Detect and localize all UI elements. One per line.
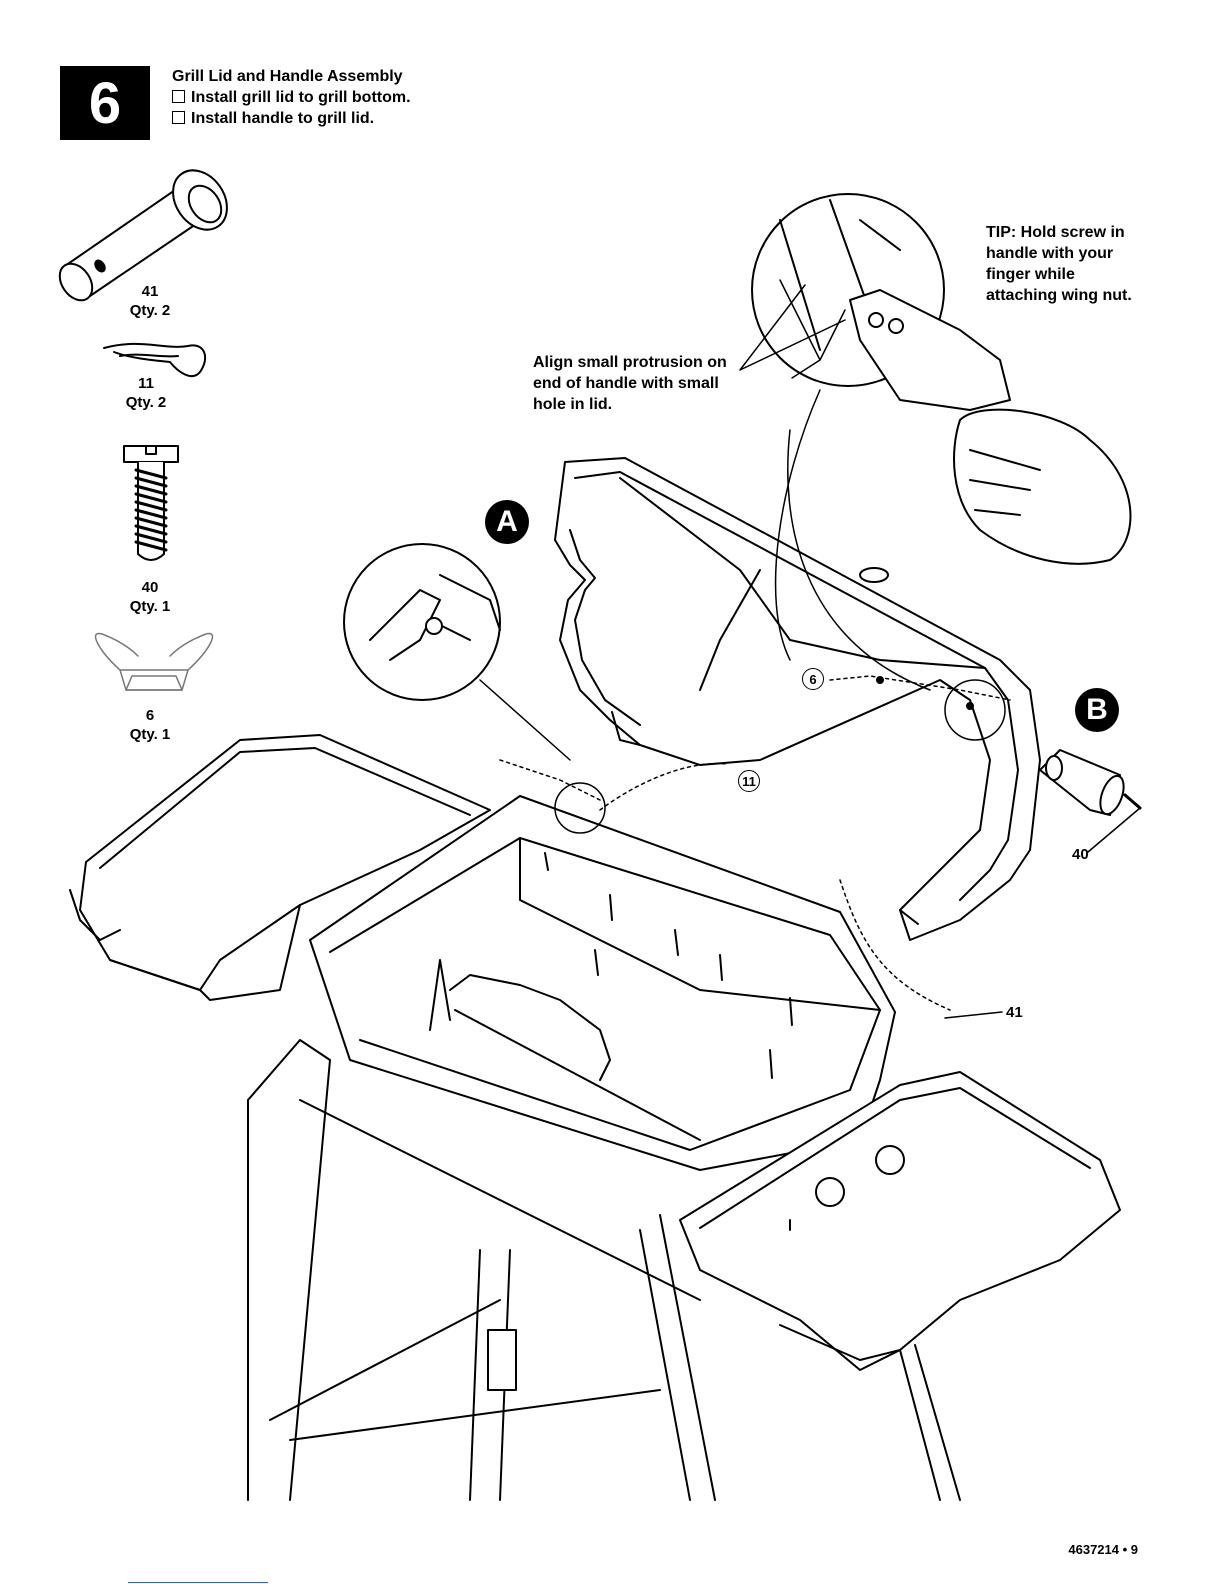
part-qty: Qty. 1 bbox=[110, 597, 190, 616]
tip-line: handle with your bbox=[986, 243, 1132, 264]
align-line: hole in lid. bbox=[533, 394, 727, 415]
screw-icon bbox=[124, 446, 178, 560]
align-line: end of handle with small bbox=[533, 373, 727, 394]
part-6-label: 6 Qty. 1 bbox=[110, 706, 190, 744]
align-note: Align small protrusion on end of handle … bbox=[533, 352, 727, 415]
part-qty: Qty. 2 bbox=[106, 393, 186, 412]
badge-letter: A bbox=[496, 505, 518, 539]
part-id: 11 bbox=[106, 374, 186, 393]
part-qty: Qty. 2 bbox=[110, 301, 190, 320]
page-footer: 4637214 • 9 bbox=[1068, 1542, 1138, 1557]
tip-note: TIP: Hold screw in handle with your fing… bbox=[986, 222, 1132, 306]
footer-rule bbox=[128, 1582, 268, 1583]
callout-41: 41 bbox=[1006, 1004, 1023, 1021]
callout-6: 6 bbox=[802, 668, 824, 690]
cotter-pin-icon bbox=[104, 344, 205, 376]
part-id: 6 bbox=[110, 706, 190, 725]
part-41-label: 41 Qty. 2 bbox=[110, 282, 190, 320]
lid-handle bbox=[1040, 750, 1140, 817]
tip-line: attaching wing nut. bbox=[986, 285, 1132, 306]
detail-circle-hinge bbox=[344, 544, 500, 700]
part-id: 40 bbox=[110, 578, 190, 597]
part-11-label: 11 Qty. 2 bbox=[106, 374, 186, 412]
badge-a: A bbox=[485, 500, 529, 544]
part-id: 41 bbox=[110, 282, 190, 301]
callout-11: 11 bbox=[738, 770, 760, 792]
tip-line: finger while bbox=[986, 264, 1132, 285]
part-qty: Qty. 1 bbox=[110, 725, 190, 744]
badge-b: B bbox=[1075, 688, 1119, 732]
tip-line: TIP: Hold screw in bbox=[986, 222, 1132, 243]
part-40-label: 40 Qty. 1 bbox=[110, 578, 190, 616]
align-line: Align small protrusion on bbox=[533, 352, 727, 373]
badge-letter: B bbox=[1086, 693, 1108, 727]
callout-40: 40 bbox=[1072, 846, 1089, 863]
wing-nut-icon bbox=[96, 633, 213, 690]
